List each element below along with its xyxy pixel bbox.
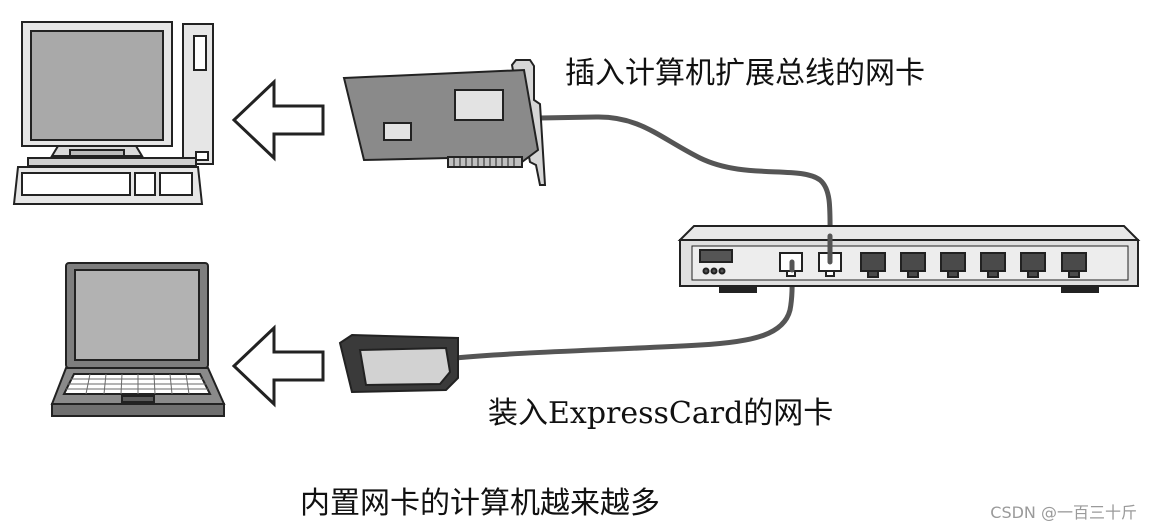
switch-port-empty-5 (1020, 252, 1046, 278)
cable-from-pci-card (537, 114, 833, 258)
switch-port-empty-3 (940, 252, 966, 278)
desktop-computer-icon (12, 21, 214, 205)
switch-port-empty-2 (900, 252, 926, 278)
insert-arrow-top (231, 78, 325, 162)
switch-port-empty-4 (980, 252, 1006, 278)
laptop-computer-icon (50, 262, 226, 417)
switch-port-empty-6 (1061, 252, 1087, 278)
network-cables (452, 114, 833, 361)
network-switch-icon (677, 225, 1141, 293)
diagram-caption: 内置网卡的计算机越来越多 (300, 486, 660, 521)
insert-arrow-bottom (231, 324, 325, 408)
cable-from-expresscard (452, 259, 795, 361)
pci-card-label: 插入计算机扩展总线的网卡 (565, 56, 925, 91)
expresscard-network-card-icon (338, 333, 459, 394)
switch-port-empty-1 (860, 252, 886, 278)
expresscard-label: 装入ExpressCard的网卡 (488, 396, 834, 431)
cable-plugs (789, 233, 833, 273)
watermark: CSDN @一百三十斤 (990, 503, 1137, 522)
pci-network-card-icon (342, 59, 547, 186)
